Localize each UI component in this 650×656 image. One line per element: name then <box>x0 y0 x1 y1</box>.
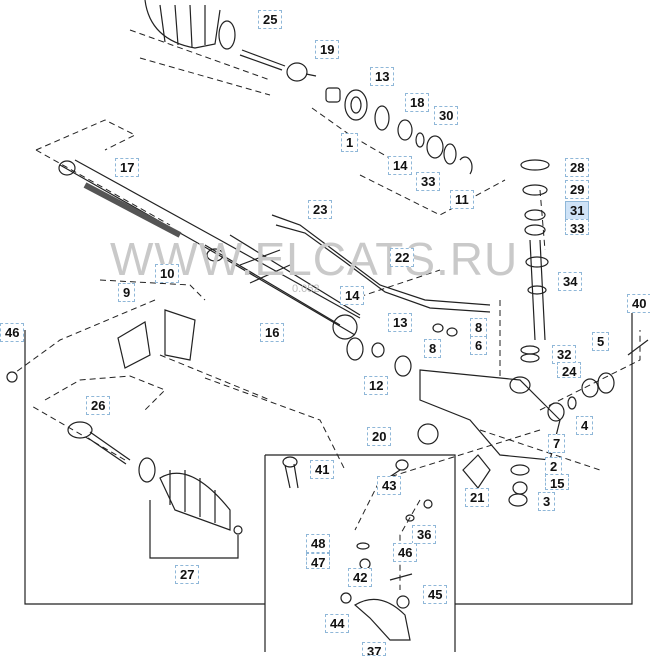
callout-8-b[interactable]: 8 <box>424 339 442 358</box>
rack-housing <box>58 159 491 340</box>
callout-22[interactable]: 22 <box>390 248 415 267</box>
callout-28[interactable]: 28 <box>565 158 590 177</box>
callout-46[interactable]: 46 <box>0 323 25 342</box>
callout-33[interactable]: 33 <box>416 172 441 191</box>
callout-29[interactable]: 29 <box>565 180 590 199</box>
callout-42[interactable]: 42 <box>348 568 373 587</box>
callout-14-lower[interactable]: 14 <box>340 286 365 305</box>
callout-46-lower[interactable]: 46 <box>393 543 418 562</box>
callout-3[interactable]: 3 <box>538 492 556 511</box>
callout-18[interactable]: 18 <box>405 93 430 112</box>
callout-36[interactable]: 36 <box>412 525 437 544</box>
callout-27[interactable]: 27 <box>175 565 200 584</box>
frame-left <box>24 330 265 605</box>
callout-16[interactable]: 16 <box>260 323 285 342</box>
callout-9[interactable]: 9 <box>118 283 136 302</box>
callout-24[interactable]: 24 <box>557 362 582 378</box>
callout-13[interactable]: 13 <box>370 67 395 86</box>
callout-41[interactable]: 41 <box>310 460 335 479</box>
callout-44[interactable]: 44 <box>325 614 350 633</box>
callout-10[interactable]: 10 <box>155 264 180 283</box>
callout-1[interactable]: 1 <box>341 133 359 152</box>
top-boot <box>144 0 236 50</box>
callout-12[interactable]: 12 <box>364 376 389 395</box>
outer-tie-rod-left <box>67 421 131 465</box>
callout-30[interactable]: 30 <box>434 106 459 125</box>
callout-19[interactable]: 19 <box>315 40 340 59</box>
callout-14[interactable]: 14 <box>388 156 413 175</box>
callout-17[interactable]: 17 <box>115 158 140 177</box>
callout-34[interactable]: 34 <box>558 272 583 291</box>
callout-4[interactable]: 4 <box>576 416 594 435</box>
callout-8[interactable]: 8 <box>470 318 488 337</box>
callout-20[interactable]: 20 <box>367 427 392 446</box>
callout-33-valve[interactable]: 33 <box>565 219 590 235</box>
callout-25[interactable]: 25 <box>258 10 283 29</box>
callout-11[interactable]: 11 <box>450 190 474 209</box>
callout-21[interactable]: 21 <box>465 488 490 507</box>
callout-48[interactable]: 48 <box>306 534 331 553</box>
frame-box <box>264 454 456 652</box>
watermark-small: 0.052 <box>292 283 320 295</box>
callout-40[interactable]: 40 <box>627 294 650 313</box>
frame-right <box>455 300 633 605</box>
callout-47[interactable]: 47 <box>306 553 331 569</box>
callout-43[interactable]: 43 <box>377 476 402 495</box>
callout-37[interactable]: 37 <box>362 642 387 656</box>
callout-15[interactable]: 15 <box>545 474 570 490</box>
lower-boot <box>138 457 243 559</box>
callout-32[interactable]: 32 <box>552 345 577 364</box>
valve-body <box>419 159 649 461</box>
callout-45[interactable]: 45 <box>423 585 448 604</box>
callout-31[interactable]: 31 <box>565 201 590 220</box>
callout-23[interactable]: 23 <box>308 200 333 219</box>
callout-26[interactable]: 26 <box>86 396 111 415</box>
callout-7[interactable]: 7 <box>548 434 566 453</box>
callout-6[interactable]: 6 <box>470 336 488 355</box>
callout-13-lower[interactable]: 13 <box>388 313 413 332</box>
callout-5[interactable]: 5 <box>592 332 610 351</box>
mount-bracket <box>117 321 151 369</box>
inner-tie-rod-top <box>239 49 317 82</box>
tie-rod-end <box>282 456 433 641</box>
